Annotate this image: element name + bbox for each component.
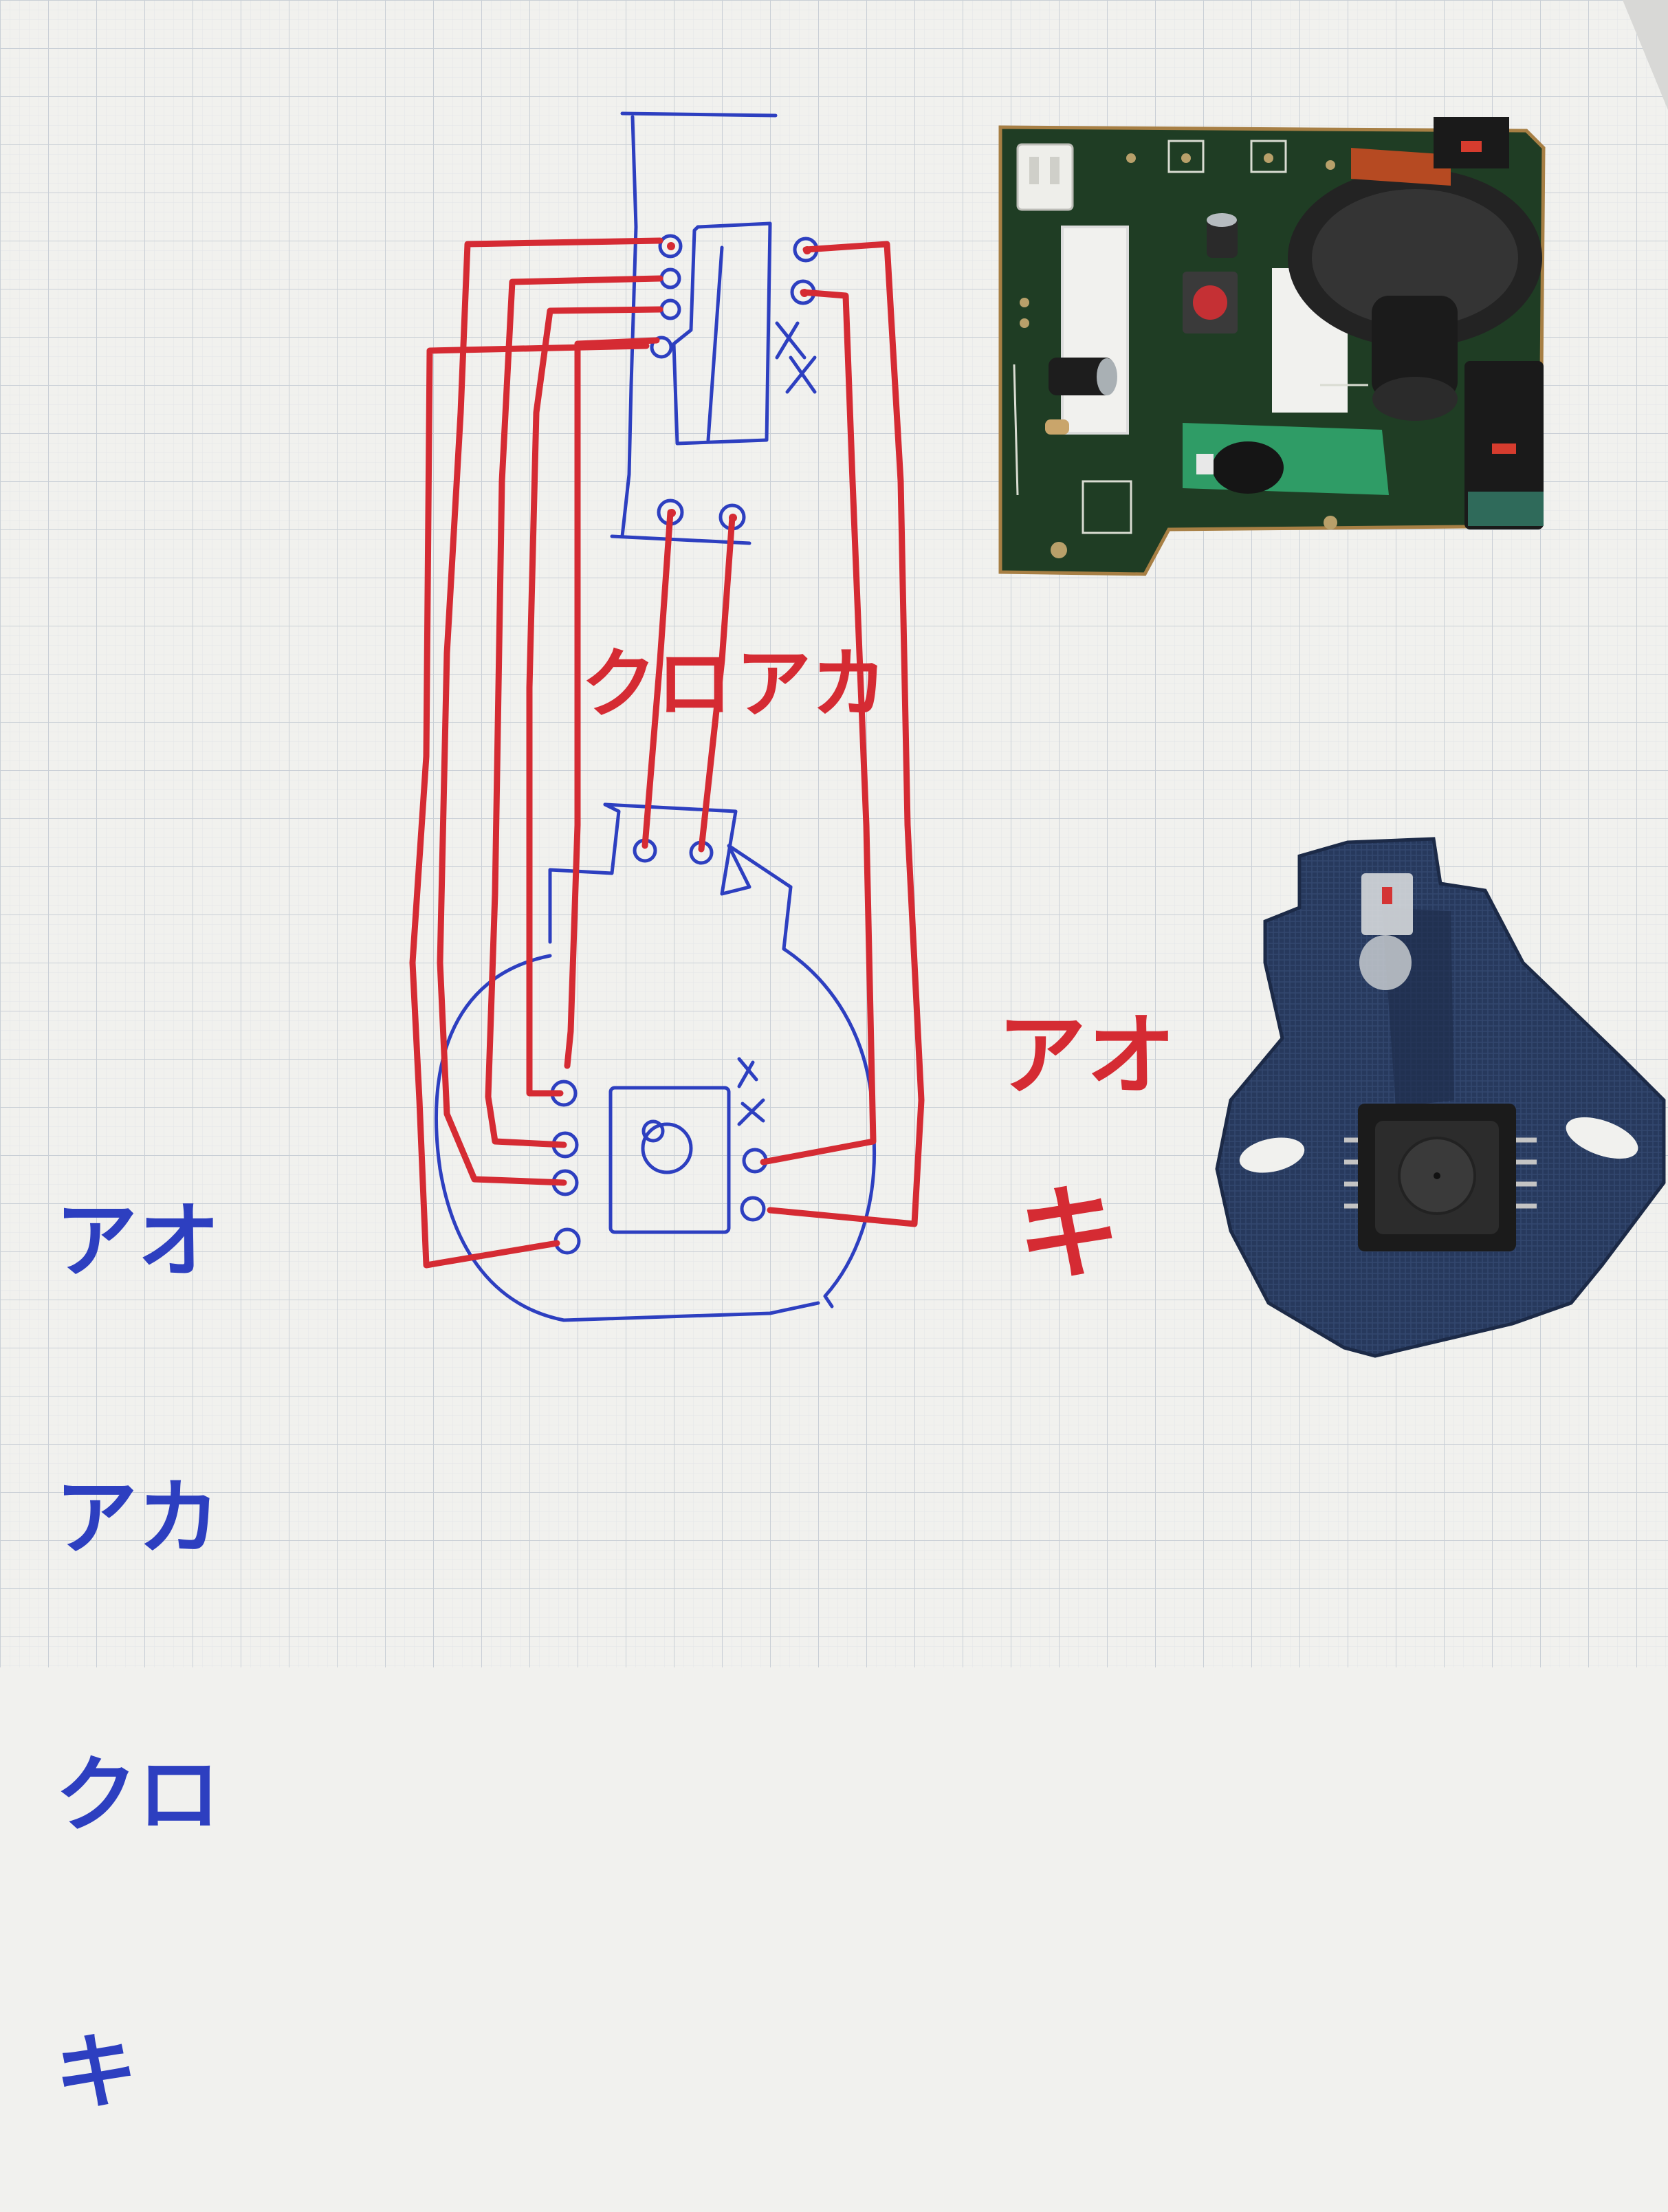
wire-label-ki: キ bbox=[1018, 1174, 1121, 1294]
photo-canvas bbox=[0, 0, 1668, 1667]
printed-sensor-holder bbox=[1215, 837, 1666, 1358]
wire-label-ao: アオ bbox=[997, 1003, 1176, 1108]
photo-scene: クロ アカ アオ キ アオ アカ クロ キ bbox=[0, 0, 1668, 2119]
paper-edge-shadow bbox=[1623, 0, 1668, 110]
mouse-pcb bbox=[998, 117, 1546, 576]
schematic-drawing bbox=[409, 111, 925, 1322]
legend-item: アカ bbox=[55, 1470, 220, 1566]
legend-item: キ bbox=[55, 2025, 138, 2121]
wire-color-legend: アオ アカ クロ キ bbox=[55, 1011, 220, 2212]
wire-label-aka: アカ bbox=[736, 640, 887, 728]
legend-item: アオ bbox=[55, 1193, 220, 1289]
wire-label-kuro: クロ bbox=[581, 640, 732, 728]
legend-item: クロ bbox=[55, 1748, 220, 1844]
